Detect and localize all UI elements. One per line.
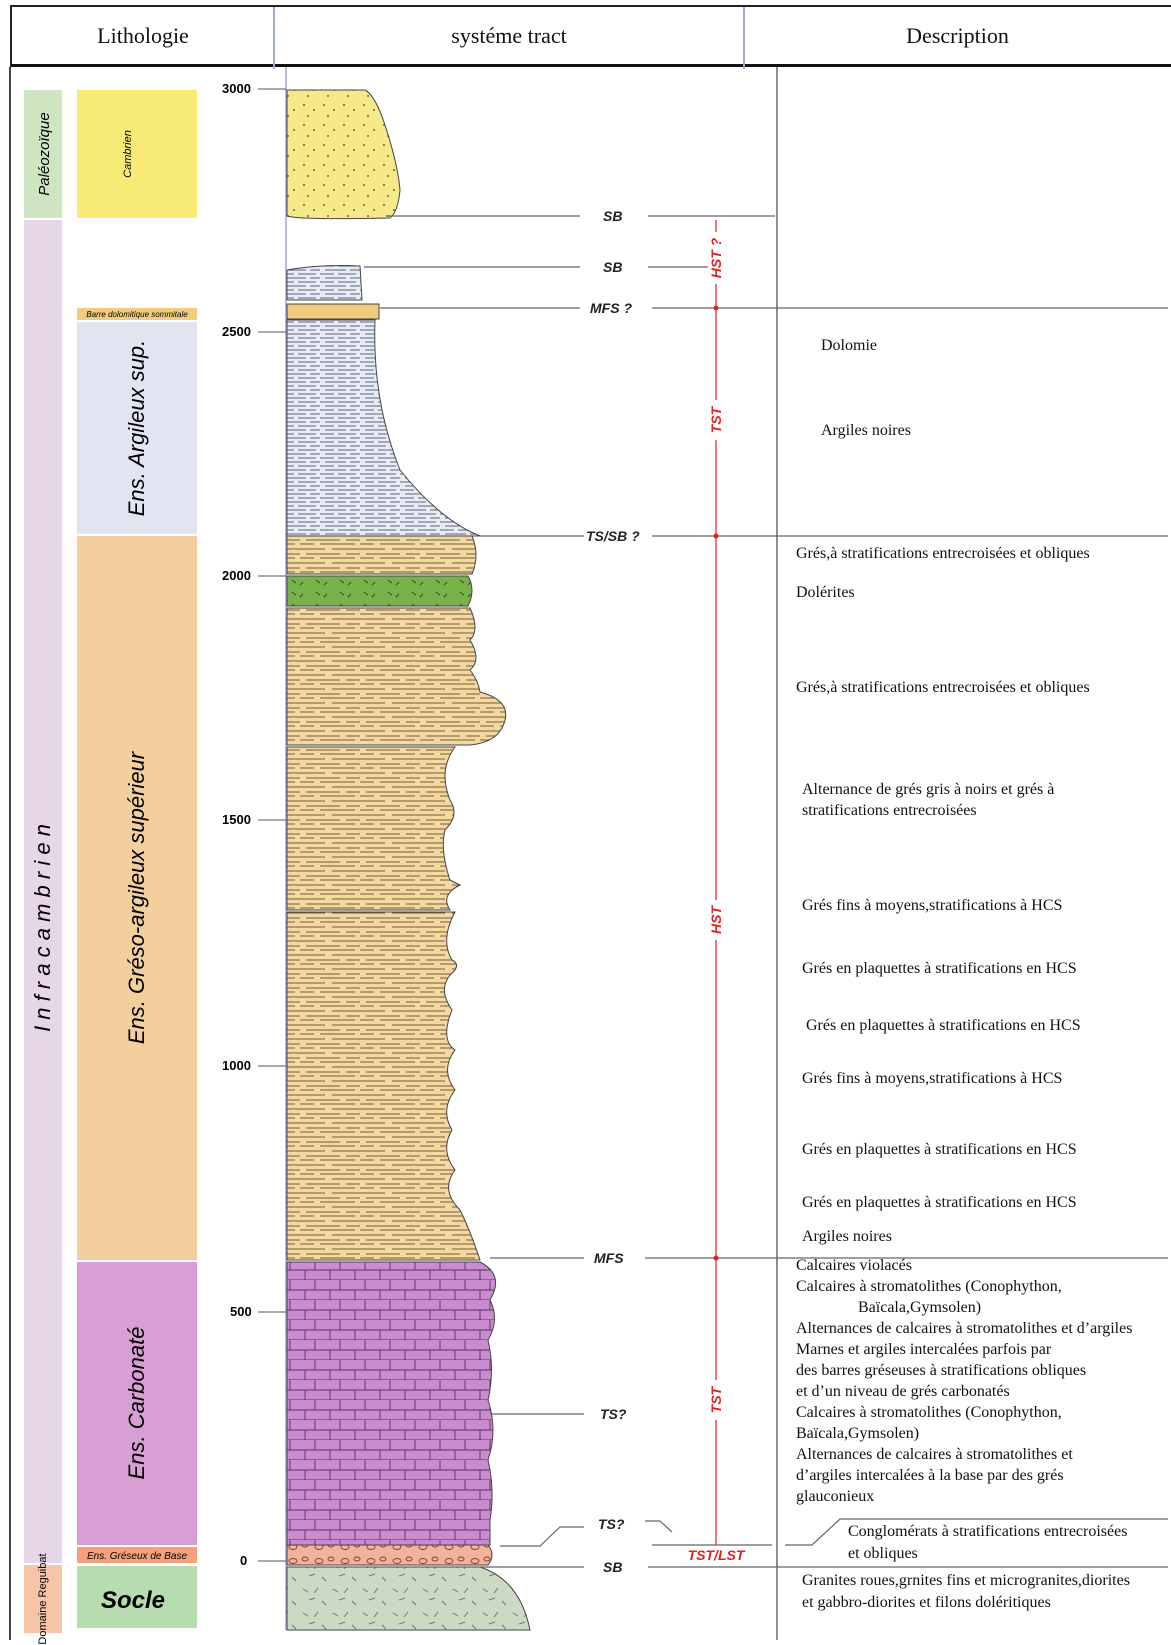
description-alternances-calcaires: Alternances de calcaires à stromatolithe…	[796, 1318, 1132, 1339]
layer-dolomite-bar	[287, 304, 379, 319]
lithology-column	[287, 90, 530, 1630]
layer-crossbedded-sandstone	[287, 608, 506, 745]
layer-cambrian-sandstone	[287, 90, 400, 219]
description-gres-plaquettes: Grés en plaquettes à stratifications en …	[802, 1139, 1077, 1160]
description-calcaires-stromatolithes: Calcaires à stromatolithes (Conophython,	[796, 1402, 1062, 1423]
description-alternance-line2: stratifications entrecroisées	[802, 800, 977, 821]
layer-hcs-sandstones	[287, 912, 480, 1260]
depth-tick-label: 500	[230, 1304, 252, 1319]
layer-black-clays	[287, 320, 480, 536]
description-alternances-calcaires: glauconieux	[796, 1486, 874, 1507]
description-calcaires-stromatolithes: Baïcala,Gymsolen)	[796, 1423, 919, 1444]
surface-line-ts	[500, 1527, 584, 1546]
tract-boundary-dot	[714, 1256, 719, 1261]
unit-label-argileux: Ens. Argileux sup.	[124, 340, 149, 517]
unit-label-barre: Barre dolomitique sommitale	[86, 310, 188, 319]
layer-stromatolite-limestones	[287, 1262, 496, 1545]
surface-label-sb: SB	[603, 208, 622, 224]
layer-grey-black-sandstone	[287, 747, 460, 910]
unit-label-socle: Socle	[101, 1587, 165, 1614]
surface-label-ts: TS?	[600, 1406, 627, 1422]
description-gres-stratifications: Grés,à stratifications entrecroisées et …	[796, 543, 1090, 564]
description-gres-plaquettes: Grés en plaquettes à stratifications en …	[802, 1192, 1077, 1213]
tract-boundary-dot	[714, 306, 719, 311]
tract-label-tst: TST	[708, 1385, 724, 1413]
unit-box-cambrien	[77, 90, 197, 218]
layer-granite-basement	[287, 1567, 530, 1630]
description-marnes: des barres gréseuses à stratifications o…	[796, 1360, 1086, 1381]
tract-label-hst: HST ?	[708, 237, 724, 278]
depth-axis: 3000 2500 2000 1500 1000 500 0	[222, 81, 286, 1568]
layer-crossbedded-sandstone	[287, 536, 476, 574]
layer-dolerites	[287, 576, 472, 606]
description-calcaires-violaces: Calcaires violacés	[796, 1255, 912, 1276]
description-alternance-line1: Alternance de grés gris à noirs et grés …	[802, 779, 1054, 800]
surface-label-sb: SB	[603, 1559, 622, 1575]
depth-tick-label: 1500	[222, 812, 251, 827]
description-granites: et gabbro-diorites et filons doléritique…	[802, 1592, 1051, 1613]
unit-label-greseux: Ens. Gréseux de Base	[87, 1551, 187, 1562]
era-label-paleozoic: Paléozoïque	[36, 112, 53, 195]
description-alternances-calcaires: d’argiles intercalées à la base par des …	[796, 1465, 1064, 1486]
description-marnes: Marnes et argiles intercalées parfois pa…	[796, 1339, 1051, 1360]
surface-label-tssb: TS/SB ?	[586, 528, 640, 544]
tract-boundary-dot	[714, 534, 719, 539]
depth-tick-label: 0	[240, 1553, 247, 1568]
unit-label-greso: Ens. Gréso-argileux supérieur	[124, 750, 149, 1044]
surface-label-mfs: MFS	[594, 1250, 624, 1266]
unit-column: Cambrien Barre dolomitique sommitale Ens…	[77, 90, 197, 1628]
description-gres-fins: Grés fins à moyens,stratifications à HCS	[802, 1068, 1062, 1089]
era-label-socle: Domaine Reguibat	[37, 1553, 49, 1644]
systems-tracts: HST ? TST HST TST TST/LST	[680, 220, 754, 1564]
description-granites: Granites roues,grnites fins et microgran…	[802, 1570, 1130, 1591]
layer-white-clay	[287, 266, 362, 301]
description-dolerites: Dolérites	[796, 582, 855, 603]
depth-tick-label: 3000	[222, 81, 251, 96]
unit-label-cambrien: Cambrien	[122, 130, 134, 178]
unit-label-carbonate: Ens. Carbonaté	[124, 1327, 149, 1480]
description-conglomerats: Conglomérats à stratifications entrecroi…	[848, 1521, 1127, 1542]
description-marnes: et d’un niveau de grés carbonatés	[796, 1381, 1010, 1402]
description-gres-fins: Grés fins à moyens,stratifications à HCS	[802, 895, 1062, 916]
era-label-infracambrien: I n f r a c a m b r i e n	[30, 824, 55, 1032]
tract-label-tstlst: TST/LST	[688, 1547, 746, 1563]
description-calcaires-stromatolithes: Baïcala,Gymsolen)	[858, 1297, 981, 1318]
description-gres-plaquettes: Grés en plaquettes à stratifications en …	[802, 958, 1077, 979]
description-calcaires-stromatolithes: Calcaires à stromatolithes (Conophython,	[796, 1276, 1062, 1297]
description-conglomerats: et obliques	[848, 1543, 918, 1564]
description-gres-stratifications: Grés,à stratifications entrecroisées et …	[796, 677, 1090, 698]
layer-basal-conglomerate	[287, 1545, 492, 1565]
description-dolomie: Dolomie	[821, 335, 877, 356]
surface-label-sb: SB	[603, 259, 622, 275]
era-column: Paléozoïque I n f r a c a m b r i e n Do…	[24, 90, 62, 1645]
surface-line-ts	[645, 1521, 672, 1532]
description-argiles-noires: Argiles noires	[821, 420, 911, 441]
description-gres-plaquettes: Grés en plaquettes à stratifications en …	[806, 1015, 1081, 1036]
depth-tick-label: 1000	[222, 1058, 251, 1073]
description-argiles-noires: Argiles noires	[802, 1226, 892, 1247]
depth-tick-label: 2500	[222, 324, 251, 339]
surface-label-mfs: MFS ?	[590, 300, 632, 316]
description-alternances-calcaires: Alternances de calcaires à stromatolithe…	[796, 1444, 1073, 1465]
tract-label-tst: TST	[708, 405, 724, 433]
tract-label-hst: HST	[708, 905, 724, 934]
depth-tick-label: 2000	[222, 568, 251, 583]
surface-label-ts: TS?	[598, 1516, 625, 1532]
